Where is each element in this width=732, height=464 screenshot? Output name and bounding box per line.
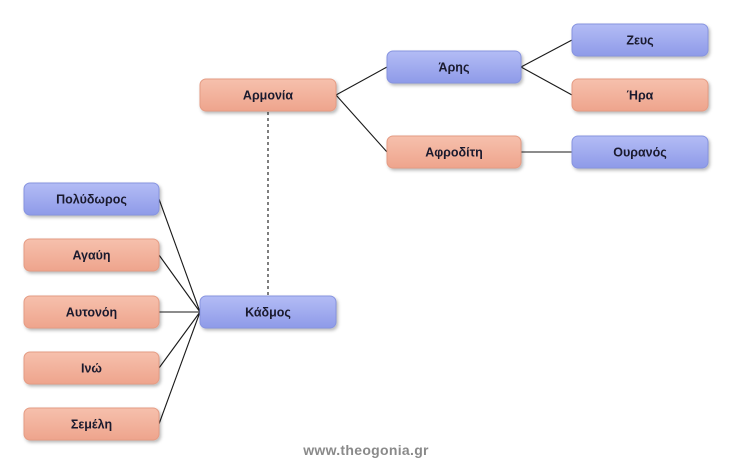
link-kadmos-agave xyxy=(158,254,201,313)
node-box xyxy=(571,78,709,112)
node-label: Ινώ xyxy=(81,362,102,376)
node-box xyxy=(23,351,160,385)
link-kadmos-polydoros xyxy=(158,198,201,313)
link-kadmos-ino xyxy=(158,311,201,369)
node-box xyxy=(386,50,522,84)
node-label: Σεμέλη xyxy=(71,418,112,432)
node-agave[interactable]: Αγαύη xyxy=(23,238,160,272)
node-zeus[interactable]: Ζευς xyxy=(571,23,709,57)
link-ares-hera xyxy=(520,66,573,96)
node-polydoros[interactable]: Πολύδωρος xyxy=(23,182,160,216)
node-box xyxy=(571,135,709,169)
connector-lines xyxy=(158,39,573,425)
node-box xyxy=(199,295,337,329)
node-ino[interactable]: Ινώ xyxy=(23,351,160,385)
link-ares-zeus xyxy=(520,39,573,68)
node-ares[interactable]: Άρης xyxy=(386,50,522,84)
node-label: Ζευς xyxy=(626,34,653,48)
node-autonoe[interactable]: Αυτονόη xyxy=(23,295,160,329)
node-box xyxy=(23,238,160,272)
node-label: Κάδμος xyxy=(245,306,291,320)
link-harmonia-ares xyxy=(335,66,388,96)
node-box xyxy=(23,295,160,329)
node-box xyxy=(199,78,337,112)
node-label: Αφροδίτη xyxy=(425,146,483,160)
node-label: Αρμονία xyxy=(243,89,293,103)
node-box xyxy=(23,407,160,441)
node-hera[interactable]: Ήρα xyxy=(571,78,709,112)
node-label: Αυτονόη xyxy=(66,306,117,320)
node-label: Πολύδωρος xyxy=(56,193,127,207)
link-kadmos-semele xyxy=(158,311,201,425)
node-box xyxy=(23,182,160,216)
watermark: www.theogonia.gr xyxy=(302,442,429,458)
link-harmonia-aphrodite xyxy=(335,94,388,153)
node-ouranos[interactable]: Ουρανός xyxy=(571,135,709,169)
node-label: Αγαύη xyxy=(72,249,110,263)
node-kadmos[interactable]: Κάδμος xyxy=(199,295,337,329)
node-box xyxy=(386,135,522,169)
node-aphrodite[interactable]: Αφροδίτη xyxy=(386,135,522,169)
node-semele[interactable]: Σεμέλη xyxy=(23,407,160,441)
node-harmonia[interactable]: Αρμονία xyxy=(199,78,337,112)
node-box xyxy=(571,23,709,57)
node-label: Ήρα xyxy=(627,89,654,103)
node-label: Ουρανός xyxy=(613,146,667,160)
node-label: Άρης xyxy=(439,61,470,75)
